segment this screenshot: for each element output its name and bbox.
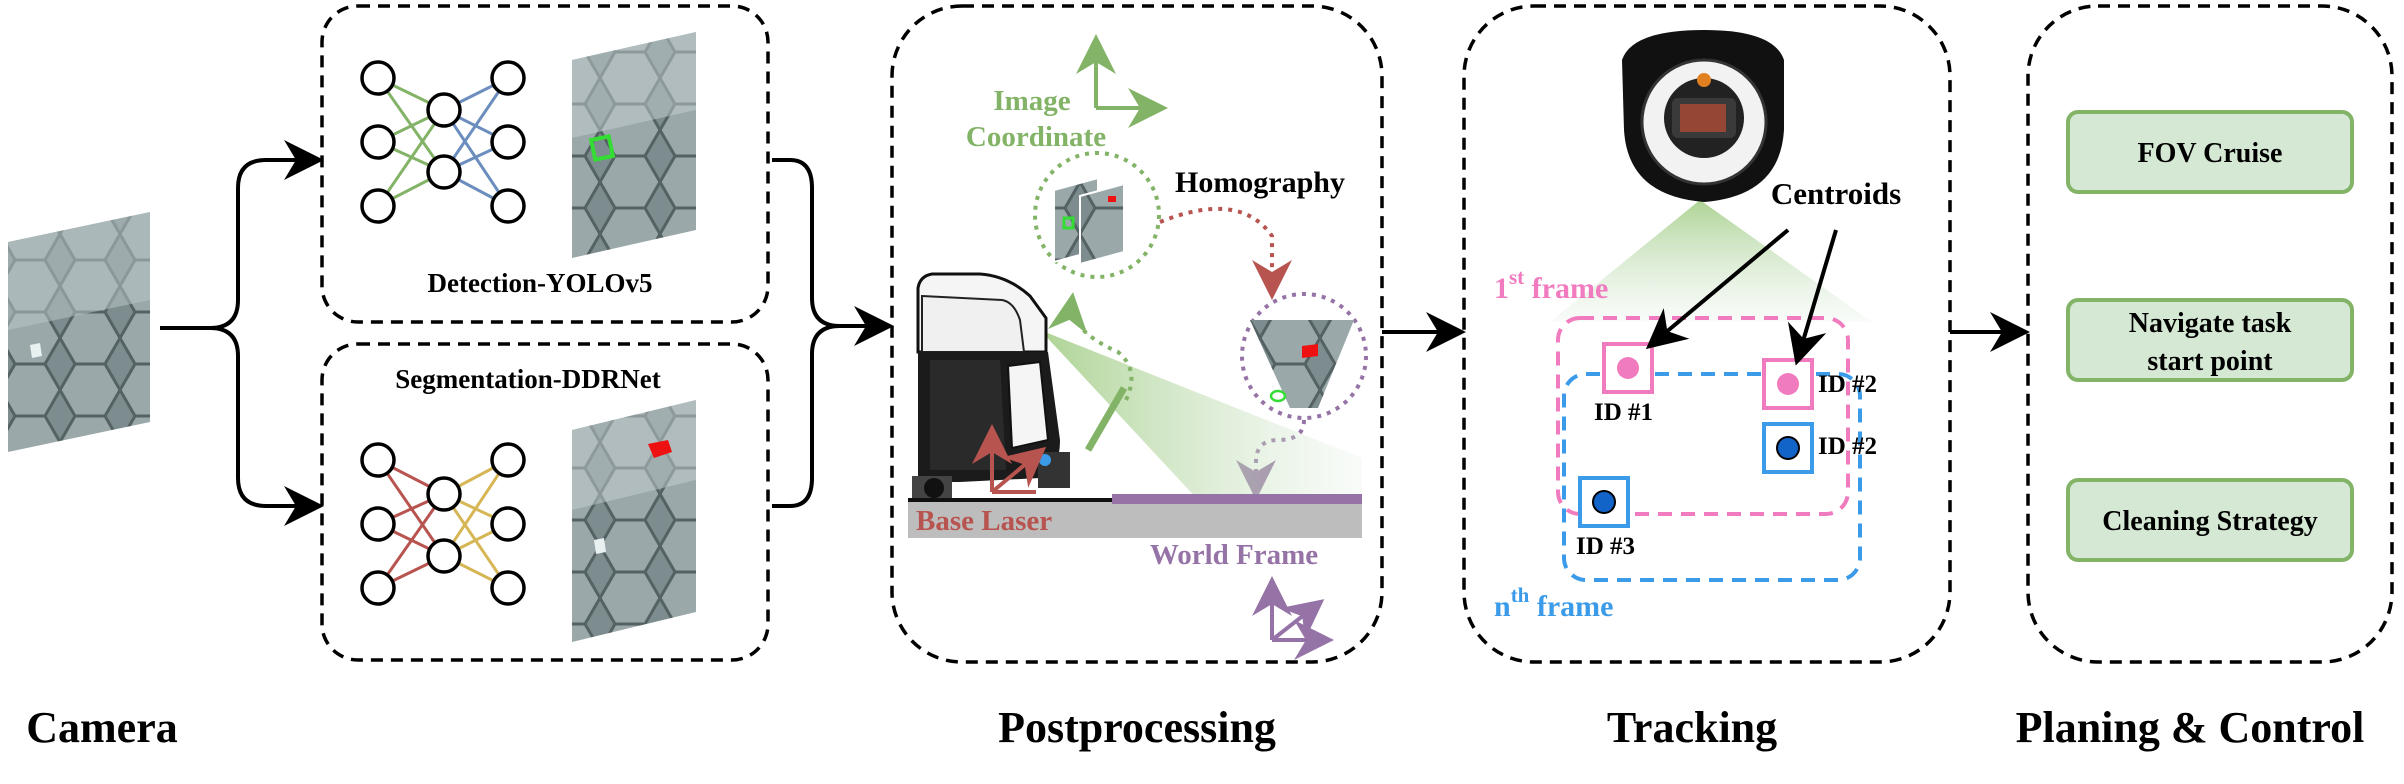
base-laser-label: Base Laser: [916, 505, 1052, 537]
world-ground-plane: [1112, 494, 1362, 504]
centroid-id3: [1578, 476, 1630, 528]
world-frame-label: World Frame: [1150, 539, 1318, 571]
centroid-pointer-2: [1787, 229, 1838, 366]
first-frame-region: [1556, 316, 1850, 516]
camera-branch-connector: [160, 140, 324, 330]
robot-top-icon: [1622, 30, 1784, 202]
detection-network-icon: [360, 60, 526, 224]
navigate-task-label-line2: start point: [2147, 346, 2273, 377]
floor: [908, 502, 1362, 538]
stage-label-postprocessing: Postprocessing: [998, 703, 1276, 752]
image-coordinate-label-line2: Coordinate: [966, 121, 1106, 153]
nth-frame-label: nth frame: [1494, 583, 1614, 623]
planning-box: [2026, 4, 2394, 664]
centroid-id2-first: [1762, 358, 1814, 410]
segmentation-module-box: [320, 342, 770, 662]
detection-module-box: [320, 4, 770, 324]
stage-label-tracking: Tracking: [1607, 703, 1777, 752]
camera-beam: [1040, 330, 1362, 502]
detection-image: [572, 32, 696, 258]
centroid-pointer-1: [1645, 228, 1790, 350]
perception-merge-connector: [772, 158, 841, 328]
cleaning-strategy-label: Cleaning Strategy: [2102, 506, 2317, 537]
stage-label-planning: Planing & Control: [2016, 703, 2365, 752]
world-projection-arrow: [1236, 419, 1306, 500]
image-projection-arrow: [1047, 292, 1134, 401]
world-frame-axes: [1252, 576, 1334, 660]
image-coordinate-label-line1: Image: [993, 85, 1070, 117]
id2-nth-label: ID #2: [1818, 433, 1877, 460]
world-image-icon: [1250, 320, 1354, 408]
camera-image: [8, 212, 150, 452]
image-stack-circle: [1033, 151, 1161, 279]
segmentation-label: Segmentation-DDRNet: [395, 364, 660, 394]
homography-arrow: [1159, 206, 1292, 300]
first-frame-label: 1st frame: [1494, 265, 1608, 305]
base-laser-axes: [972, 424, 1047, 494]
perception-merge-connector-lower: [772, 306, 894, 508]
centroids-label: Centroids: [1771, 176, 1901, 211]
image-stack-icon: [1053, 176, 1125, 266]
world-image-circle: [1240, 292, 1368, 420]
navigate-task-label-line1: Navigate task: [2129, 308, 2292, 339]
navigate-task-box: [2066, 298, 2354, 382]
id2-first-label: ID #2: [1818, 371, 1877, 398]
segmentation-network-icon: [360, 442, 526, 606]
segmentation-image: [572, 400, 696, 642]
centroid-id1: [1602, 342, 1654, 394]
stage-label-camera: Camera: [26, 703, 178, 752]
id1-label: ID #1: [1594, 399, 1653, 426]
centroid-id2-nth: [1762, 422, 1814, 474]
image-plane: [1084, 386, 1128, 452]
postprocessing-box: [890, 4, 1384, 664]
nth-frame-region: [1562, 372, 1862, 582]
detection-bbox: [588, 133, 616, 163]
detection-label: Detection-YOLOv5: [428, 268, 653, 298]
image-coordinate-axes: [1076, 34, 1168, 128]
segmentation-mask: [648, 440, 672, 458]
fov-cruise-label: FOV Cruise: [2138, 138, 2283, 169]
homography-label: Homography: [1175, 166, 1345, 199]
tracking-camera-cone: [1550, 200, 1872, 322]
camera-branch-connector-lower: [209, 326, 324, 526]
id3-label: ID #3: [1576, 533, 1635, 560]
cleaning-strategy-box: [2066, 478, 2354, 562]
fov-cruise-box: [2066, 110, 2354, 194]
